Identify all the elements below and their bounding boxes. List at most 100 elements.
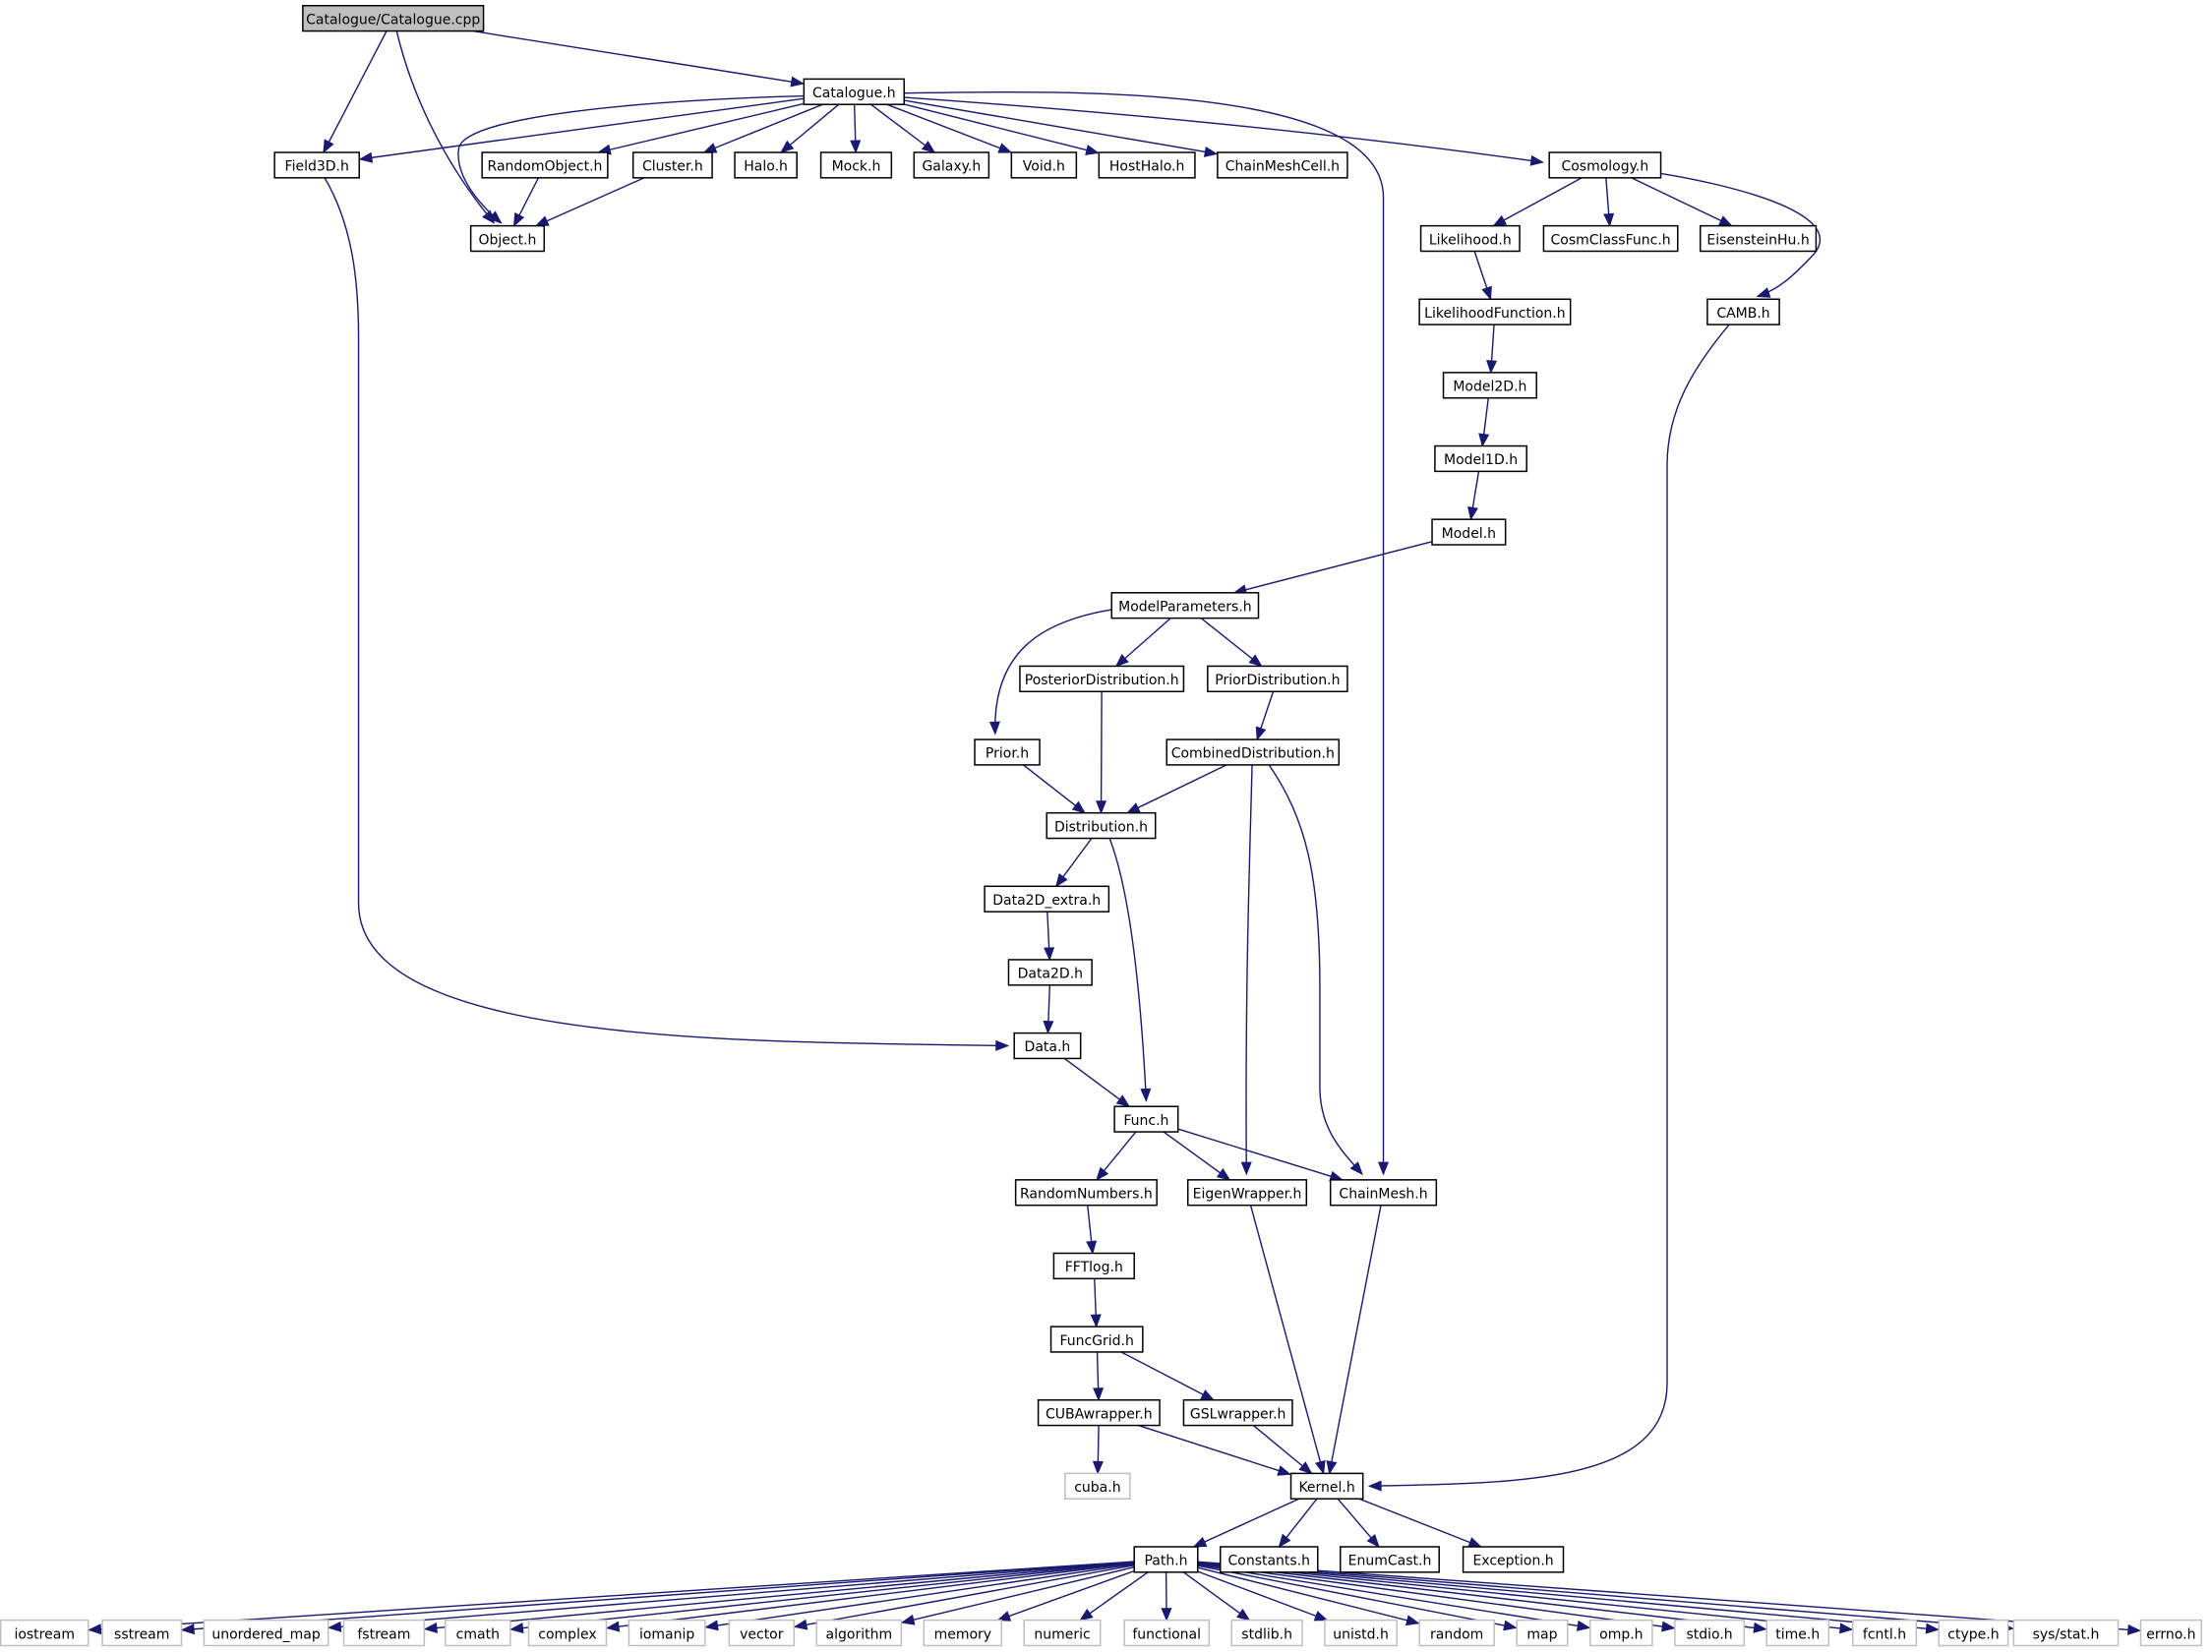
node-box-cosmology [1548, 151, 1662, 179]
node-box-distribution [1046, 811, 1157, 840]
node-field3d[interactable]: Field3D.h [273, 151, 361, 179]
node-cpp[interactable]: Catalogue/Catalogue.cpp [302, 4, 485, 32]
node-model1d[interactable]: Model1D.h [1434, 444, 1527, 473]
node-chainmesh[interactable]: ChainMesh.h [1329, 1179, 1438, 1207]
node-sstream[interactable]: sstream [101, 1619, 183, 1647]
node-ctype[interactable]: ctype.h [1938, 1619, 2009, 1647]
node-box-model2d [1442, 372, 1537, 399]
node-chainmeshcell[interactable]: ChainMeshCell.h [1217, 151, 1348, 179]
node-complex[interactable]: complex [527, 1619, 608, 1647]
node-mock[interactable]: Mock.h [819, 151, 893, 179]
node-label-funcgrid: FuncGrid.h [1059, 1333, 1133, 1349]
edge-path-to-stdio-arrowhead [1661, 1621, 1676, 1632]
edge-catalogue-to-mock-arrowhead [850, 140, 862, 154]
node-model[interactable]: Model.h [1431, 518, 1507, 546]
node-errno[interactable]: errno.h [2139, 1619, 2202, 1647]
edge-cosmology-to-camb-arrowhead [1756, 287, 1771, 298]
edge-distribution-to-data2dextra-arrowhead [1054, 873, 1068, 888]
node-label-errno: errno.h [2146, 1626, 2195, 1642]
node-box-eigenwrapper [1186, 1179, 1308, 1207]
node-iomanip[interactable]: iomanip [628, 1619, 706, 1647]
node-label-unordered_map: unordered_map [211, 1626, 320, 1642]
node-box-cluster [631, 151, 713, 179]
node-stdio[interactable]: stdio.h [1674, 1619, 1745, 1647]
edge-field3d-to-data [324, 177, 1008, 1047]
node-cosmology[interactable]: Cosmology.h [1548, 151, 1662, 179]
node-eisensteinhu[interactable]: EisensteinHu.h [1699, 224, 1818, 253]
node-stdlib[interactable]: stdlib.h [1230, 1619, 1303, 1647]
node-fstream[interactable]: fstream [342, 1619, 426, 1647]
node-func[interactable]: Func.h [1113, 1105, 1179, 1133]
node-label-cmath: cmath [456, 1626, 500, 1642]
node-hosthalo[interactable]: HostHalo.h [1098, 151, 1196, 179]
node-cmath[interactable]: cmath [445, 1619, 511, 1647]
edge-catalogue-to-object [457, 94, 807, 224]
nodes-layer: Catalogue/Catalogue.cppCatalogue.hField3… [0, 4, 2202, 1647]
edge-distribution-to-func-arrowhead [1140, 1088, 1152, 1102]
node-unordered_map[interactable]: unordered_map [203, 1619, 329, 1647]
node-cuba[interactable]: cuba.h [1064, 1472, 1131, 1500]
node-data2d[interactable]: Data2D.h [1007, 959, 1093, 986]
node-data[interactable]: Data.h [1013, 1032, 1082, 1060]
edge-catalogue-to-void-arrowhead [997, 143, 1013, 153]
edge-catalogue-to-hosthalo [904, 103, 1099, 154]
edge-catalogue-to-halo-arrowhead [780, 140, 795, 153]
node-functional[interactable]: functional [1123, 1619, 1211, 1647]
node-catalogue[interactable]: Catalogue.h [803, 78, 906, 105]
node-random[interactable]: random [1418, 1619, 1495, 1647]
node-path[interactable]: Path.h [1133, 1546, 1199, 1573]
edge-cosmology-to-eisensteinhu-arrowhead [1717, 215, 1733, 227]
node-sysstat[interactable]: sys/stat.h [2012, 1619, 2120, 1647]
edge-path-to-stdlib [1182, 1571, 1250, 1622]
node-label-stdlib: stdlib.h [1241, 1626, 1292, 1642]
node-eigenwrapper[interactable]: EigenWrapper.h [1186, 1179, 1308, 1207]
node-algorithm[interactable]: algorithm [815, 1619, 903, 1647]
node-camb[interactable]: CAMB.h [1706, 298, 1780, 325]
node-fftlog[interactable]: FFTlog.h [1052, 1252, 1135, 1280]
node-fcntl[interactable]: fcntl.h [1851, 1619, 1918, 1647]
edge-model1d-to-model-arrowhead [1467, 505, 1478, 521]
node-randomnumbers[interactable]: RandomNumbers.h [1014, 1179, 1158, 1207]
node-cluster[interactable]: Cluster.h [631, 151, 713, 179]
node-map[interactable]: map [1516, 1619, 1569, 1647]
node-box-hosthalo [1098, 151, 1196, 179]
node-posteriordistribution[interactable]: PosteriorDistribution.h [1019, 665, 1185, 693]
node-likelihoodfunction[interactable]: LikelihoodFunction.h [1418, 298, 1572, 325]
node-memory[interactable]: memory [923, 1619, 1003, 1647]
node-exception[interactable]: Exception.h [1462, 1546, 1565, 1573]
edge-camb-to-kernel-arrowhead [1367, 1480, 1382, 1492]
node-galaxy[interactable]: Galaxy.h [913, 151, 990, 179]
node-modelparameters[interactable]: ModelParameters.h [1110, 592, 1260, 620]
node-funcgrid[interactable]: FuncGrid.h [1049, 1326, 1144, 1353]
node-gslwrapper[interactable]: GSLwrapper.h [1182, 1398, 1293, 1427]
node-halo[interactable]: Halo.h [734, 151, 798, 179]
node-data2dextra[interactable]: Data2D_extra.h [984, 885, 1110, 913]
node-object[interactable]: Object.h [469, 224, 546, 253]
node-label-eisensteinhu: EisensteinHu.h [1706, 232, 1809, 248]
node-iostream[interactable]: iostream [0, 1619, 90, 1647]
edge-cpp-to-catalogue [472, 30, 804, 85]
node-constants[interactable]: Constants.h [1220, 1546, 1319, 1573]
node-time[interactable]: time.h [1765, 1619, 1830, 1647]
node-combineddistribution[interactable]: CombinedDistribution.h [1166, 738, 1341, 766]
node-kernel[interactable]: Kernel.h [1289, 1472, 1364, 1500]
node-label-sysstat: sys/stat.h [2033, 1626, 2100, 1642]
node-cubawrapper[interactable]: CUBAwrapper.h [1037, 1398, 1161, 1427]
node-prior[interactable]: Prior.h [974, 738, 1041, 766]
node-vector[interactable]: vector [728, 1619, 796, 1647]
node-box-fcntl [1851, 1619, 1918, 1647]
node-likelihood[interactable]: Likelihood.h [1419, 224, 1521, 253]
node-label-enumcast: EnumCast.h [1348, 1554, 1432, 1569]
node-model2d[interactable]: Model2D.h [1442, 372, 1537, 399]
node-enumcast[interactable]: EnumCast.h [1340, 1546, 1440, 1573]
node-cosmclassfunc[interactable]: CosmClassFunc.h [1542, 224, 1679, 253]
node-label-numeric: numeric [1034, 1626, 1090, 1642]
node-randomobject[interactable]: RandomObject.h [481, 151, 609, 179]
node-numeric[interactable]: numeric [1023, 1619, 1102, 1647]
node-omp[interactable]: omp.h [1589, 1619, 1653, 1647]
node-distribution[interactable]: Distribution.h [1046, 811, 1157, 840]
node-void[interactable]: Void.h [1010, 151, 1078, 179]
node-unistd[interactable]: unistd.h [1324, 1619, 1398, 1647]
node-label-kernel: Kernel.h [1298, 1480, 1354, 1496]
node-priordistribution[interactable]: PriorDistribution.h [1207, 665, 1348, 693]
